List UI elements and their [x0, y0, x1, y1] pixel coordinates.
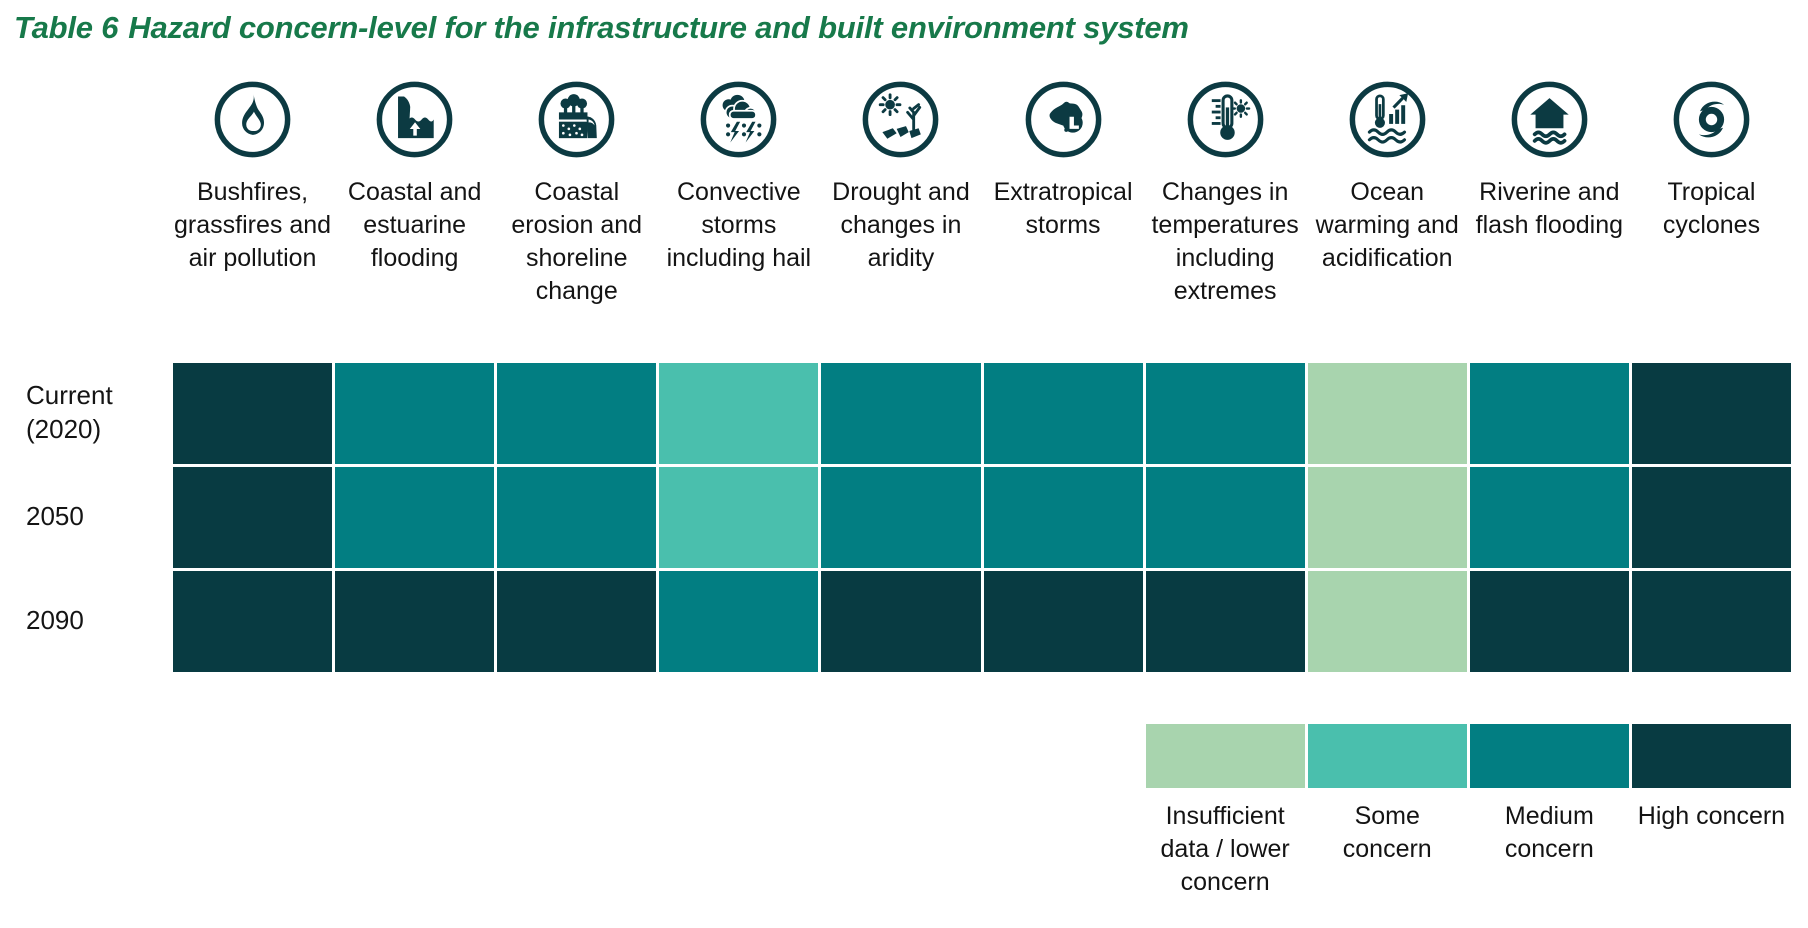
heatmap-cell: [497, 570, 657, 672]
heatmap-cell: [173, 362, 333, 464]
heatmap-cell: [173, 466, 333, 568]
column-header: Drought and changes in aridity: [821, 67, 981, 360]
column-label: Convective storms including hail: [666, 177, 812, 272]
heatmap-cell: [335, 466, 495, 568]
heatmap-cell: [1469, 362, 1629, 464]
heatmap-cell: [1469, 466, 1629, 568]
legend-filler: [0, 790, 1143, 899]
heatmap-cell: [983, 362, 1143, 464]
legend-label: Insufficient data / lower concern: [1145, 790, 1305, 899]
heatmap-cell: [1145, 570, 1305, 672]
heatmap-cell: [821, 362, 981, 464]
australia-low-pressure-icon: [1024, 80, 1103, 159]
coastal-flooding-icon: [375, 80, 454, 159]
heatmap-cell: [659, 570, 819, 672]
heatmap-cell: [659, 362, 819, 464]
table-number-label: Table 6: [14, 10, 119, 45]
legend-swatch-medium: [1469, 723, 1629, 788]
column-label: Bushfires, grassfires and air pollution: [174, 177, 332, 272]
heatmap-cell: [983, 570, 1143, 672]
heatmap-cell: [1145, 466, 1305, 568]
column-label: Drought and changes in aridity: [832, 177, 970, 272]
corner-spacer: [0, 67, 170, 360]
legend-spacer: [0, 674, 1791, 721]
flooded-house-icon: [1510, 80, 1589, 159]
legend-swatch-some: [1307, 723, 1467, 788]
heatmap-cell: [173, 570, 333, 672]
drought-icon: [861, 80, 940, 159]
heatmap-cell: [1631, 570, 1791, 672]
column-header: Coastal erosion and shoreline change: [497, 67, 657, 360]
heatmap-cell: [659, 466, 819, 568]
column-header: Bushfires, grassfires and air pollution: [173, 67, 333, 360]
heatmap-cell: [821, 570, 981, 672]
legend-filler: [0, 723, 1143, 788]
column-header: Tropical cyclones: [1631, 67, 1791, 360]
row-label: 2090: [0, 570, 170, 672]
column-header: Changes in temperatures including extrem…: [1145, 67, 1305, 360]
heatmap-cell: [1469, 570, 1629, 672]
heatmap-cell: [1307, 570, 1467, 672]
page-title: Table 6 Hazard concern-level for the infr…: [14, 10, 1808, 46]
column-label: Coastal erosion and shoreline change: [511, 177, 643, 305]
heatmap-cell: [1631, 466, 1791, 568]
coastal-erosion-icon: [537, 80, 616, 159]
column-header: Coastal and estuarine flooding: [335, 67, 495, 360]
column-label: Tropical cyclones: [1662, 177, 1761, 239]
ocean-warming-icon: [1348, 80, 1427, 159]
table-caption: Hazard concern-level for the infrastruct…: [128, 10, 1189, 45]
legend-swatch-insufficient: [1145, 723, 1305, 788]
heatmap-cell: [497, 362, 657, 464]
column-label: Extratropical storms: [993, 177, 1133, 239]
heatmap-cell: [335, 362, 495, 464]
storm-cloud-icon: [699, 80, 778, 159]
heatmap-cell: [1145, 362, 1305, 464]
column-label: Changes in temperatures including extrem…: [1151, 177, 1299, 305]
column-header: Ocean warming and acidification: [1307, 67, 1467, 360]
heatmap-cell: [983, 466, 1143, 568]
heatmap-cell: [335, 570, 495, 672]
heatmap-cell: [497, 466, 657, 568]
thermometer-sun-icon: [1186, 80, 1265, 159]
column-label: Riverine and flash flooding: [1475, 177, 1623, 239]
column-header: Extratropical storms: [983, 67, 1143, 360]
row-label: 2050: [0, 466, 170, 568]
flame-icon: [213, 80, 292, 159]
legend-swatch-high: [1631, 723, 1791, 788]
heatmap-cell: [1631, 362, 1791, 464]
heatmap-cell: [821, 466, 981, 568]
column-header: Convective storms including hail: [659, 67, 819, 360]
heatmap-cell: [1307, 466, 1467, 568]
column-label: Coastal and estuarine flooding: [347, 177, 482, 272]
legend-label: Medium concern: [1469, 790, 1629, 899]
legend-label: High concern: [1631, 790, 1791, 899]
row-label: Current (2020): [0, 362, 170, 464]
column-label: Ocean warming and acidification: [1315, 177, 1459, 272]
column-header: Riverine and flash flooding: [1469, 67, 1629, 360]
cyclone-icon: [1672, 80, 1751, 159]
legend-label: Some concern: [1307, 790, 1467, 899]
heatmap-cell: [1307, 362, 1467, 464]
